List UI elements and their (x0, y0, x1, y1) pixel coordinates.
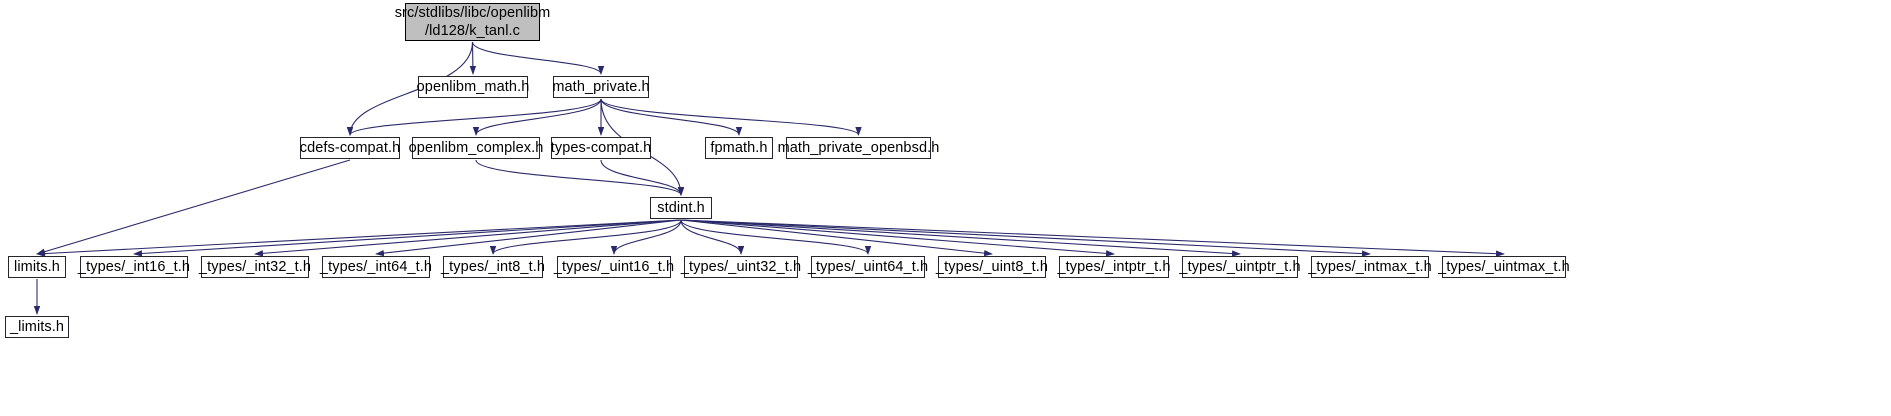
graph-node-t_uintptr[interactable]: _types/_uintptr_t.h (1179, 256, 1301, 278)
graph-edge-math_private-to-math_private_openbsd (600, 98, 862, 136)
graph-node-fpmath[interactable]: fpmath.h (705, 137, 773, 159)
graph-node-t_uintmax[interactable]: _types/_uintmax_t.h (1438, 256, 1570, 278)
graph-edge-stdint-to-t_uint64 (680, 219, 872, 255)
graph-node-_limits[interactable]: _limits.h (5, 316, 69, 338)
graph-edge-stdint-to-t_uint32 (680, 219, 745, 255)
graph-edge-types_compat-to-stdint (600, 159, 685, 196)
graph-node-t_int32[interactable]: _types/_int32_t.h (199, 256, 311, 278)
graph-node-root[interactable]: src/stdlibs/libc/openlibm /ld128/k_tanl.… (394, 3, 551, 41)
graph-edge-math_private-to-openlibm_complex (472, 98, 602, 136)
graph-edge-root-to-openlibm_math (469, 41, 477, 75)
graph-node-t_intmax[interactable]: _types/_intmax_t.h (1308, 256, 1432, 278)
graph-edge-stdint-to-t_intmax (680, 219, 1371, 257)
graph-edge-stdint-to-t_int16 (133, 219, 682, 257)
graph-node-limits[interactable]: limits.h (8, 256, 66, 278)
graph-node-t_int8[interactable]: _types/_int8_t.h (441, 256, 545, 278)
graph-node-types_compat[interactable]: types-compat.h (551, 137, 651, 159)
graph-node-cdefs_compat[interactable]: cdefs-compat.h (300, 137, 400, 159)
graph-edge-stdint-to-t_uintptr (680, 219, 1241, 257)
graph-edge-stdint-to-t_int8 (489, 219, 682, 255)
graph-node-openlibm_complex[interactable]: openlibm_complex.h (409, 137, 543, 159)
graph-edge-root-to-math_private (471, 41, 605, 75)
graph-node-t_uint64[interactable]: _types/_uint64_t.h (808, 256, 928, 278)
graph-edge-stdint-to-t_uint8 (680, 219, 993, 257)
graph-edge-stdint-to-t_intptr (680, 219, 1115, 257)
graph-edge-cdefs_compat-to-limits (36, 159, 351, 255)
graph-edge-stdint-to-t_int32 (254, 219, 682, 257)
graph-edge-stdint-to-t_int64 (375, 219, 682, 257)
graph-edge-stdint-to-limits (36, 219, 682, 257)
graph-node-t_uint32[interactable]: _types/_uint32_t.h (681, 256, 801, 278)
graph-node-t_int64[interactable]: _types/_int64_t.h (320, 256, 432, 278)
graph-edge-stdint-to-t_uint16 (610, 219, 682, 255)
graph-edge-openlibm_complex-to-stdint (475, 159, 685, 196)
graph-node-t_int16[interactable]: _types/_int16_t.h (78, 256, 190, 278)
graph-node-t_uint16[interactable]: _types/_uint16_t.h (554, 256, 674, 278)
graph-edge-stdint-to-t_uintmax (680, 219, 1505, 257)
graph-node-t_intptr[interactable]: _types/_intptr_t.h (1057, 256, 1170, 278)
graph-node-math_private_openbsd[interactable]: math_private_openbsd.h (778, 137, 939, 159)
graph-edge-math_private-to-fpmath (600, 98, 743, 136)
graph-node-stdint[interactable]: stdint.h (650, 197, 712, 219)
graph-edge-math_private-to-cdefs_compat (346, 98, 602, 136)
graph-node-openlibm_math[interactable]: openlibm_math.h (417, 76, 529, 98)
graph-node-t_uint8[interactable]: _types/_uint8_t.h (936, 256, 1048, 278)
graph-node-math_private[interactable]: math_private.h (552, 76, 650, 98)
